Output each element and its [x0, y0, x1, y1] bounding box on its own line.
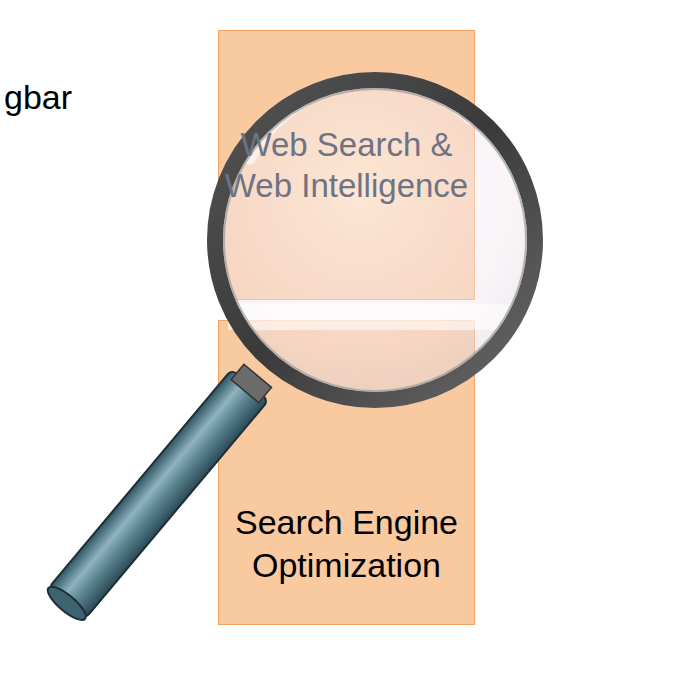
topic-title: Search Engine Optimization: [222, 501, 471, 586]
topic-title: Web Search & Web Intelligence: [222, 124, 471, 207]
side-label: gbar: [4, 78, 72, 117]
